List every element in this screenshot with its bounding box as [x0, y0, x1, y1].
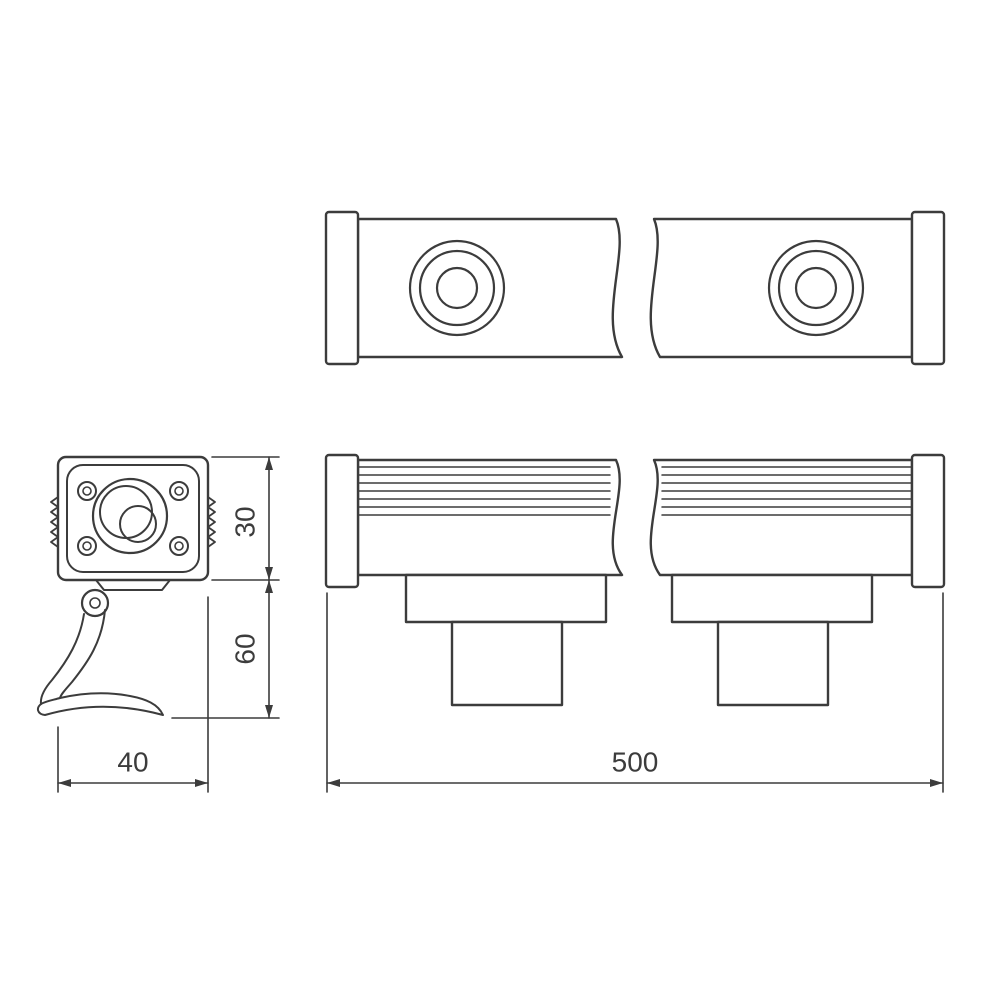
side-serration-left — [50, 496, 59, 548]
lens-outer-ring — [408, 239, 506, 337]
dimension-height-lower: 60 — [171, 579, 280, 719]
arrowhead-down — [265, 705, 273, 718]
corner-screws — [77, 481, 189, 556]
front-view — [324, 453, 946, 707]
arrowhead-down — [265, 567, 273, 580]
front-view-end-cap-left — [324, 453, 360, 589]
dimension-height-upper: 30 — [211, 456, 280, 581]
top-view-end-cap-right — [910, 210, 946, 366]
side-serration-right — [207, 496, 216, 548]
bracket-arm-inner-edge — [59, 609, 106, 699]
front-view-body-right-segment — [649, 458, 914, 577]
arrowhead-up — [265, 457, 273, 470]
swivel-bracket — [36, 579, 171, 716]
lens-middle-ring — [418, 249, 496, 327]
mounting-bracket-right — [670, 573, 874, 707]
dimension-label-length: 500 — [612, 746, 659, 777]
dimension-length: 500 — [326, 592, 944, 793]
top-view-end-cap-left — [324, 210, 360, 366]
end-view-lens — [91, 477, 169, 555]
bracket-foot — [36, 692, 164, 716]
bracket-neck — [95, 579, 171, 591]
screw-bottom-right-center — [174, 541, 184, 551]
screw-top-right-center — [174, 486, 184, 496]
screw-top-left — [77, 481, 97, 501]
front-view-body-left-segment — [356, 458, 624, 577]
bracket-arm-outer-edge — [39, 613, 85, 705]
top-view-lens-left — [408, 239, 506, 337]
bracket-lower-block — [716, 620, 830, 707]
end-profile-inner-outline — [66, 464, 200, 573]
dimension-label-height-lower: 60 — [229, 633, 260, 664]
screw-top-left-center — [82, 486, 92, 496]
top-view — [324, 210, 946, 366]
dimension-label-width: 40 — [117, 746, 148, 777]
screw-bottom-left-center — [82, 541, 92, 551]
arrowhead-up — [265, 580, 273, 593]
pivot-knuckle — [80, 588, 110, 618]
lens-inner-ring — [794, 266, 838, 310]
lens-outer-ring — [767, 239, 865, 337]
lens-inner-ring — [435, 266, 479, 310]
lens-middle-ring — [777, 249, 855, 327]
mounting-bracket-left — [404, 573, 608, 707]
end-view — [36, 455, 216, 716]
top-view-body-left-segment — [356, 217, 624, 359]
screw-bottom-left — [77, 536, 97, 556]
pivot-bolt — [89, 597, 101, 609]
screw-bottom-right — [169, 536, 189, 556]
arrowhead-left — [58, 779, 71, 787]
arrowhead-right — [195, 779, 208, 787]
dimension-width: 40 — [57, 596, 209, 793]
screw-top-right — [169, 481, 189, 501]
dimension-label-height-upper: 30 — [229, 506, 260, 537]
bracket-lower-block — [450, 620, 564, 707]
bracket-upper-step — [670, 573, 874, 624]
arrowhead-right — [930, 779, 943, 787]
front-view-end-cap-right — [910, 453, 946, 589]
end-profile-outline — [56, 455, 210, 582]
heatsink-fins-right — [661, 466, 913, 516]
lens-small-circle — [119, 505, 157, 543]
bracket-upper-step — [404, 573, 608, 624]
lens-outer-circle — [91, 477, 169, 555]
top-view-lens-right — [767, 239, 865, 337]
heatsink-fins-left — [357, 466, 611, 516]
arrowhead-left — [327, 779, 340, 787]
top-view-body-right-segment — [649, 217, 914, 359]
